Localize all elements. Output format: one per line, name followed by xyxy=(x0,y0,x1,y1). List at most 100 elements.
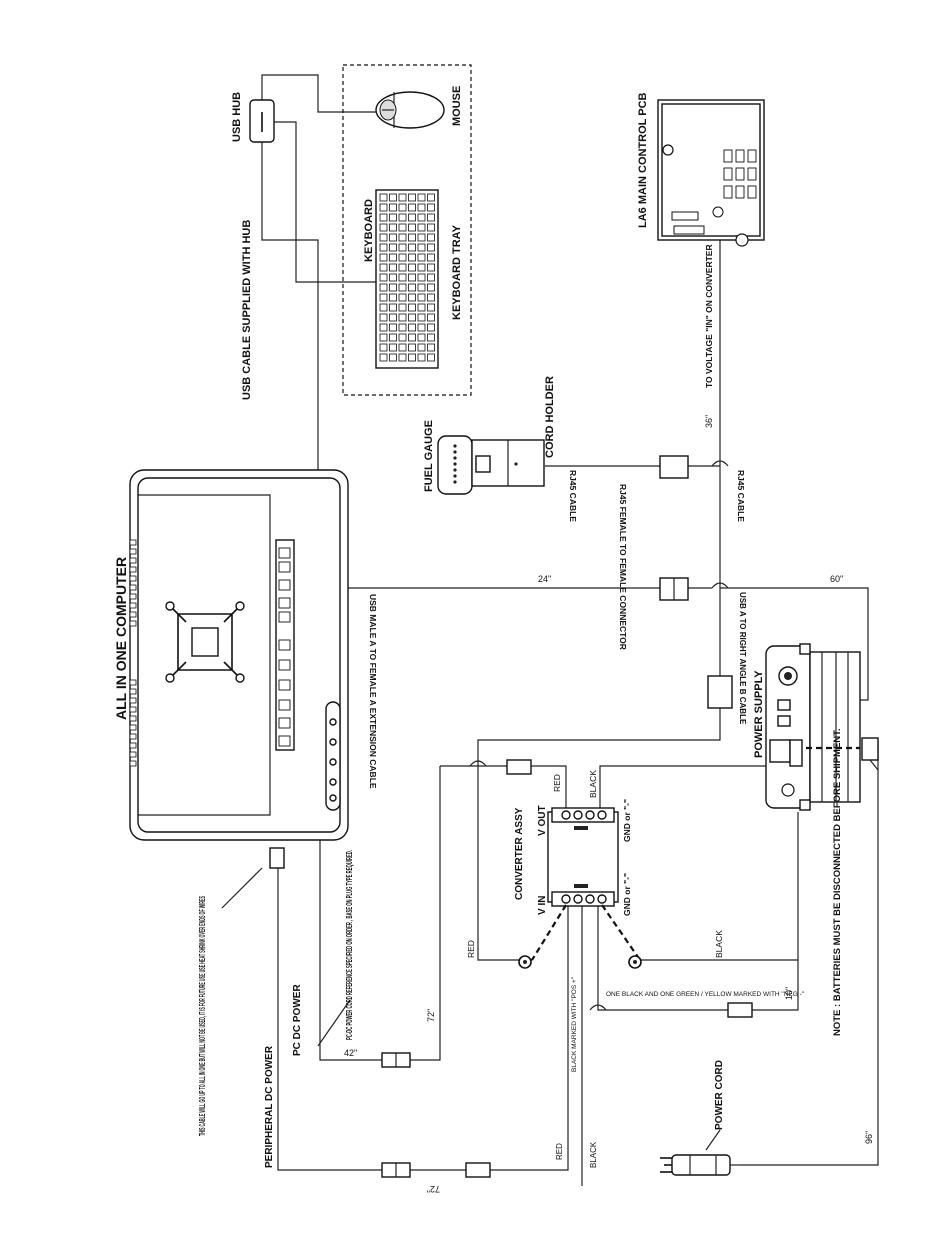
keyboard-key xyxy=(427,333,435,342)
vent-fin xyxy=(129,611,137,618)
keyboard-key xyxy=(398,303,407,312)
keyboard-key xyxy=(427,303,435,312)
gauge-led xyxy=(453,462,457,466)
pc-dc-ref-label: PC-DC POWER CORD REFERENCE SPECIFIED ON … xyxy=(344,850,354,1040)
pcb-chip xyxy=(735,167,745,181)
power-supply-label: POWER SUPPLY xyxy=(753,670,765,758)
inline-connectors xyxy=(269,455,753,1178)
leader-pc-dc-ref xyxy=(317,999,351,1047)
keyboard-key xyxy=(417,333,426,342)
keyboard-key xyxy=(417,293,426,302)
keyboard-key xyxy=(379,193,388,202)
pcb-chip xyxy=(747,167,757,181)
keyboard-key xyxy=(417,203,426,212)
gauge-led xyxy=(453,480,457,484)
keyboard-key xyxy=(408,303,416,312)
keyboard-key xyxy=(398,253,407,262)
keyboard-key xyxy=(398,233,407,242)
keyboard-key xyxy=(398,333,407,342)
v-out-label: V OUT xyxy=(537,805,548,836)
keyboard-key xyxy=(408,263,416,272)
peripheral-dc-label: PERIPHERAL DC POWER xyxy=(264,1045,275,1168)
keyboard-key xyxy=(389,223,397,232)
keyboard-key xyxy=(379,323,388,332)
keyboard-key xyxy=(398,293,407,302)
keyboard-key xyxy=(379,233,388,242)
keyboard-key xyxy=(427,293,435,302)
keyboard-key xyxy=(408,353,416,362)
cord-holder-icon xyxy=(471,439,545,487)
keyboard-key xyxy=(398,313,407,322)
fuel-gauge-icon xyxy=(437,435,473,495)
keyboard-key xyxy=(379,213,388,222)
keyboard-key xyxy=(408,323,416,332)
keyboard-key xyxy=(389,273,397,282)
keyboard-key xyxy=(408,273,416,282)
mouse-icon xyxy=(375,91,445,129)
keyboard-key xyxy=(408,213,416,222)
port xyxy=(278,659,291,671)
rj45-right-label: RJ45 CABLE xyxy=(736,470,746,522)
keyboard-key xyxy=(417,343,426,352)
v-in-label: V IN xyxy=(537,896,548,915)
keyboard-key xyxy=(408,313,416,322)
power-cord-label: POWER CORD xyxy=(714,1060,725,1130)
rj45-female-label: RJ45 FEMALE TO FEMALE CONNECTOR xyxy=(618,484,628,650)
voltage-in-label: TO VOLTAGE "IN" ON CONVERTER xyxy=(704,244,714,388)
keyboard-key xyxy=(417,243,426,252)
port xyxy=(278,597,291,609)
keyboard-key xyxy=(398,243,407,252)
keyboard-key xyxy=(398,263,407,272)
keyboard-key xyxy=(417,193,426,202)
wire-pc-dc xyxy=(400,766,441,1061)
keyboard-key xyxy=(398,353,407,362)
vent-fin xyxy=(129,575,137,582)
pc-dc-label: PC DC POWER xyxy=(292,984,303,1056)
power-cord-plug-icon xyxy=(660,1154,740,1176)
rj45-female-connector xyxy=(659,455,689,479)
pcb-header xyxy=(671,211,699,221)
vent-fin xyxy=(129,620,137,627)
vent-fin xyxy=(129,724,137,731)
this-cable-note-label: THIS CABLE WILL GO UP TO ALL IN ONE BUT … xyxy=(197,896,207,1136)
vent-fin xyxy=(129,679,137,686)
vent-fin xyxy=(129,602,137,609)
keyboard-key xyxy=(417,283,426,292)
keyboard-key xyxy=(427,343,435,352)
wire-hop-2 xyxy=(711,460,729,467)
pcb-chip xyxy=(735,149,745,163)
mouse-label: MOUSE xyxy=(451,86,463,126)
keyboard-key xyxy=(389,323,397,332)
leader-heat-shrink xyxy=(221,867,263,909)
keyboard-key xyxy=(379,343,388,352)
keyboard-key xyxy=(389,253,397,262)
wire-black-out xyxy=(599,765,790,808)
pcb-chip xyxy=(747,185,757,199)
usb-cable-hub-label: USB CABLE SUPPLIED WITH HUB xyxy=(241,220,253,400)
converter-assy-label: CONVERTER ASSY xyxy=(514,807,525,900)
keyboard-key xyxy=(379,243,388,252)
vent-fin xyxy=(129,706,137,713)
keyboard-key xyxy=(427,273,435,282)
keyboard-key xyxy=(427,193,435,202)
keyboard-key xyxy=(398,283,407,292)
la6-pcb-icon xyxy=(657,99,765,247)
keyboard-key xyxy=(389,293,397,302)
keyboard-key xyxy=(427,243,435,252)
keyboard-key xyxy=(398,343,407,352)
keyboard-key xyxy=(389,193,397,202)
keyboard-key xyxy=(427,263,435,272)
keyboard-key xyxy=(389,283,397,292)
gauge-led xyxy=(453,444,457,448)
wire-hop-4 xyxy=(589,1004,607,1011)
keyboard-key xyxy=(398,323,407,332)
one-black-green-label: ONE BLACK AND ONE GREEN / YELLOW MARKED … xyxy=(606,991,805,998)
note-batteries-label: NOTE : BATTERIES MUST BE DISCONNECTED BE… xyxy=(832,728,843,1036)
keyboard-key xyxy=(427,283,435,292)
port xyxy=(278,679,291,691)
keyboard-key xyxy=(379,223,388,232)
keyboard-key xyxy=(408,193,416,202)
keyboard-key xyxy=(389,243,397,252)
